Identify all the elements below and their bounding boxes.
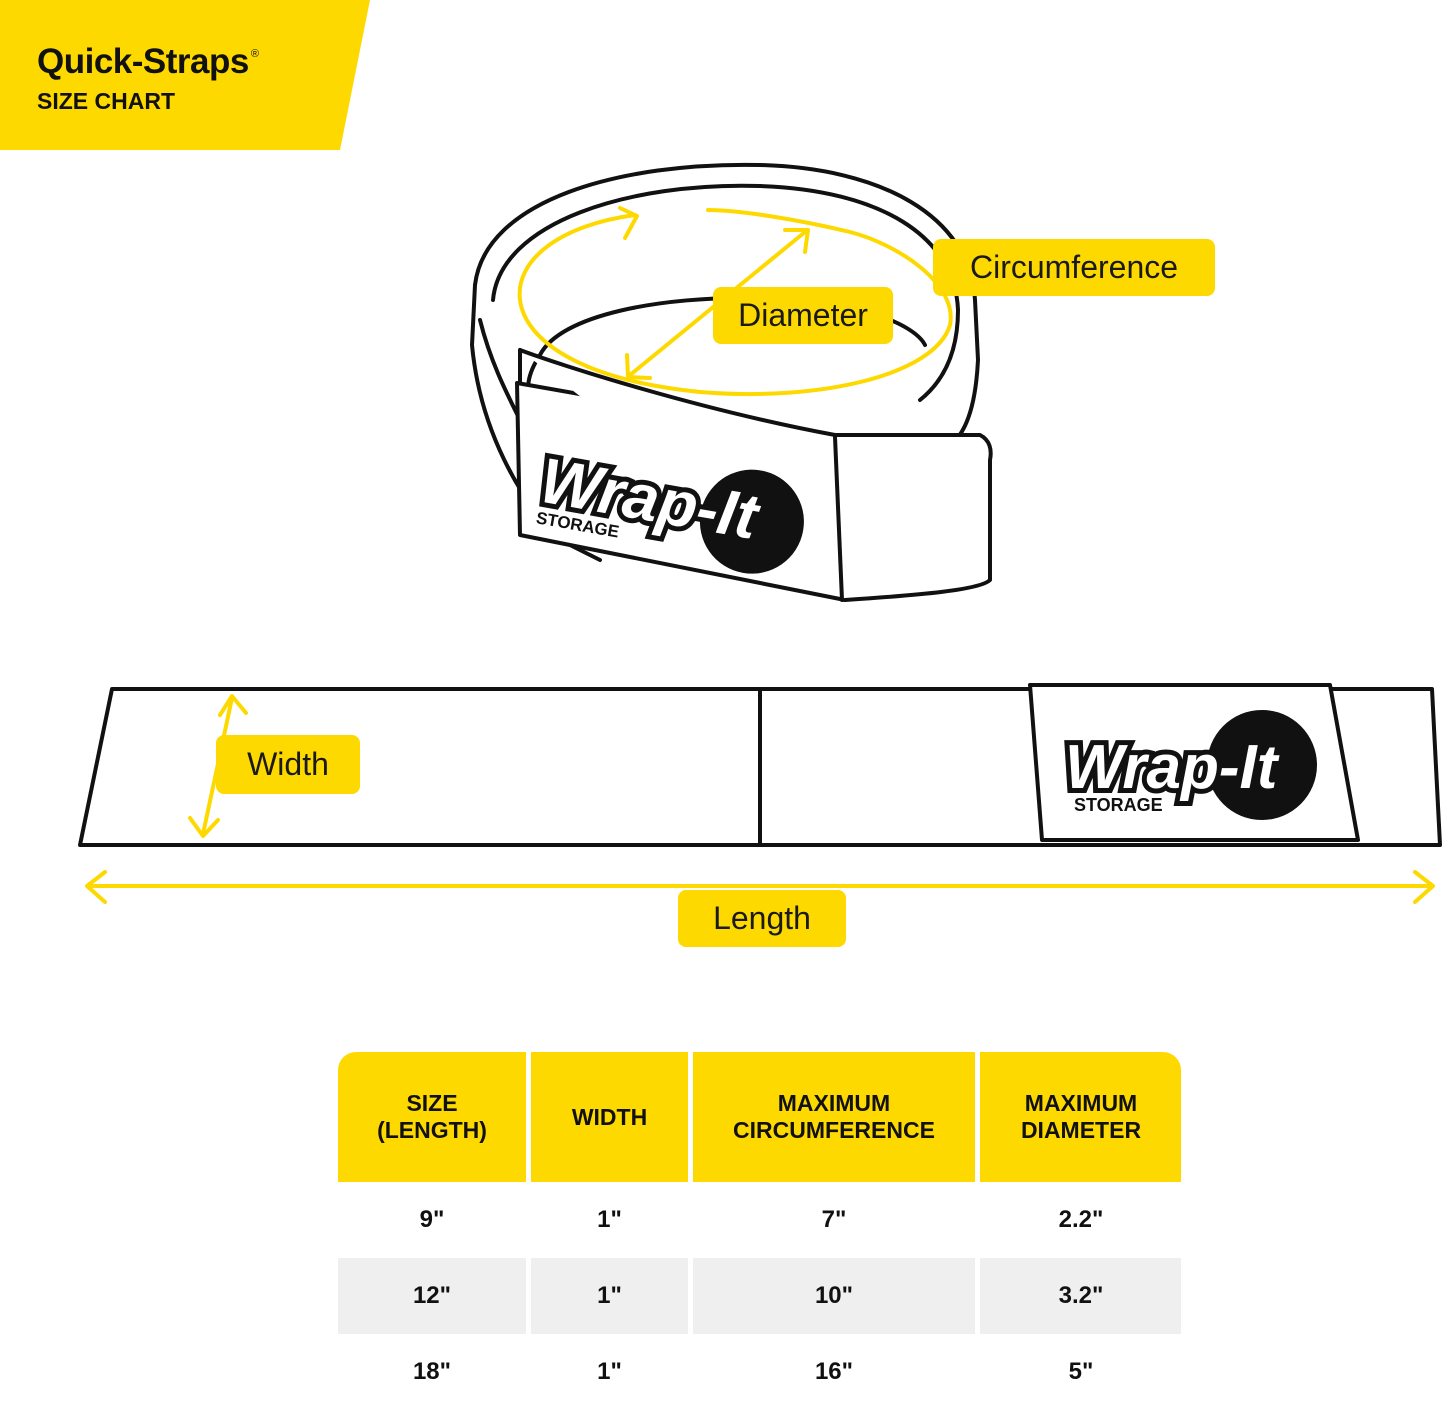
- circumference-label: Circumference: [933, 239, 1215, 296]
- flat-logo-sub: STORAGE: [1074, 795, 1163, 815]
- brand-subtitle: SIZE CHART: [37, 88, 175, 114]
- size-header: SIZE (LENGTH): [338, 1052, 526, 1182]
- max-circumference-header: MAXIMUM CIRCUMFERENCE: [693, 1052, 975, 1182]
- circumference-cell: 10": [693, 1258, 975, 1334]
- length-label: Length: [678, 890, 846, 947]
- flat-logo: Wrap-It STORAGE: [1060, 710, 1317, 820]
- circumference-cell: 16": [693, 1334, 975, 1410]
- size-cell: 18": [338, 1334, 526, 1410]
- brand-title: Quick-Straps®: [37, 42, 259, 81]
- registered-mark: ®: [250, 48, 259, 60]
- flat-logo-word: Wrap-It: [1065, 733, 1280, 802]
- diameter-cell: 3.2": [980, 1258, 1181, 1334]
- circumference-arrow: [517, 206, 953, 396]
- header-banner: Quick-Straps® SIZE CHART: [0, 0, 380, 150]
- width-label: Width: [216, 735, 360, 794]
- width-header: WIDTH: [531, 1052, 688, 1182]
- length-arrow: [85, 870, 1435, 904]
- size-cell: 9": [338, 1182, 526, 1258]
- strap-illustration: Wrap-It STORAGE Wrap-It STORAGE: [78, 162, 1442, 904]
- width-cell: 1": [531, 1182, 688, 1258]
- max-diameter-header: MAXIMUM DIAMETER: [980, 1052, 1181, 1182]
- diameter-cell: 2.2": [980, 1182, 1181, 1258]
- width-cell: 1": [531, 1334, 688, 1410]
- banner-shape: [0, 0, 370, 150]
- diameter-cell: 5": [980, 1334, 1181, 1410]
- size-cell: 12": [338, 1258, 526, 1334]
- width-cell: 1": [531, 1258, 688, 1334]
- diameter-label: Diameter: [713, 287, 893, 344]
- circumference-cell: 7": [693, 1182, 975, 1258]
